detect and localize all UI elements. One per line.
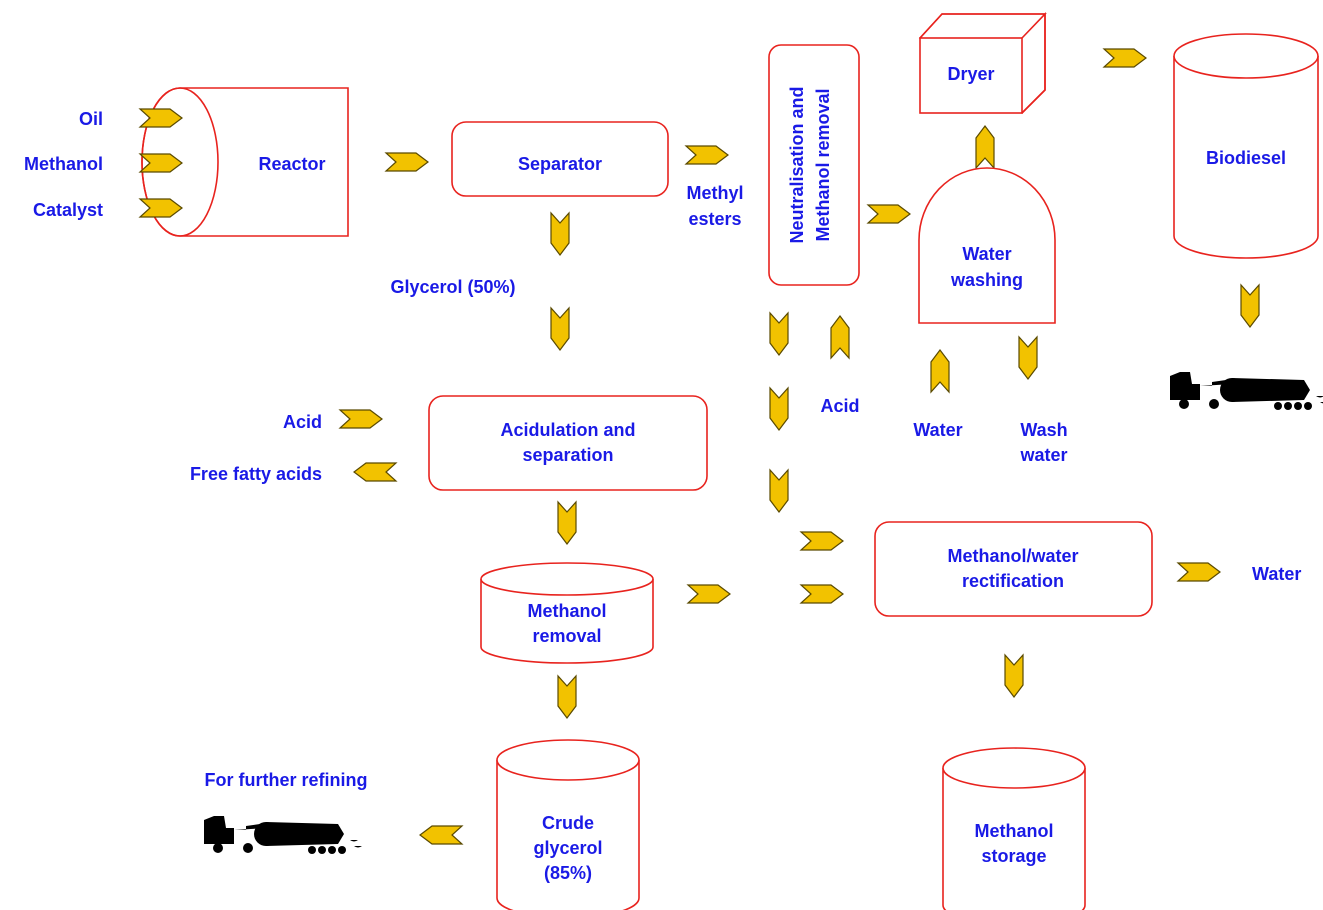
biodiesel-label: Biodiesel xyxy=(1206,148,1286,168)
crude-glycerol-label-3: (85%) xyxy=(544,863,592,883)
rectification-in-arrow-1 xyxy=(800,531,844,551)
water-in-label: Water xyxy=(913,420,962,440)
water-in-arrow xyxy=(930,349,950,393)
crude-glycerol-tank xyxy=(496,739,640,910)
methyl-esters-label-1: Methyl xyxy=(686,183,743,203)
acid-neutralisation-label: Acid xyxy=(820,396,859,416)
water-washing-label-2: washing xyxy=(950,270,1023,290)
methanol-removal-tank xyxy=(480,562,654,664)
acid-in-label: Acid xyxy=(283,412,322,432)
neutralisation-label-2: Methanol removal xyxy=(813,88,833,241)
water-out-label: Water xyxy=(1252,564,1301,584)
methanol-input-label: Methanol xyxy=(24,154,103,174)
acidulation-label-1: Acidulation and xyxy=(501,420,636,440)
free-fatty-acids-label: Free fatty acids xyxy=(190,464,322,484)
neutralisation-label-1: Neutralisation and xyxy=(787,86,807,243)
glycerol-arrow-lower xyxy=(550,307,570,351)
acid-in-arrow xyxy=(830,315,850,359)
glycerol-tanker-truck-icon xyxy=(202,816,362,854)
dryer-label: Dryer xyxy=(947,64,994,84)
washing-to-dryer-arrow xyxy=(975,125,995,169)
neutralisation-out-arrow-3 xyxy=(769,469,789,513)
rectification-label-2: rectification xyxy=(962,571,1064,591)
glycerol-arrow-upper xyxy=(550,212,570,256)
methanol-removal-label-1: Methanol xyxy=(528,601,607,621)
methanol-removal-out-arrow xyxy=(557,675,577,719)
biodiesel-out-arrow xyxy=(1240,284,1260,328)
methanol-storage-tank xyxy=(942,747,1086,910)
biodiesel-tanker-truck-icon xyxy=(1168,372,1323,410)
methanol-recovered-arrow xyxy=(687,584,731,604)
to-water-washing-arrow xyxy=(867,204,911,224)
rectification-box xyxy=(874,521,1153,617)
methanol-storage-label-1: Methanol xyxy=(975,821,1054,841)
wash-water-label-1: Wash xyxy=(1020,420,1067,440)
acidulation-box xyxy=(428,395,708,491)
rectification-in-arrow-2 xyxy=(800,584,844,604)
crude-glycerol-out-arrow xyxy=(419,825,463,845)
acidulation-out-arrow xyxy=(557,501,577,545)
wash-water-label-2: water xyxy=(1019,445,1067,465)
methyl-esters-label-2: esters xyxy=(688,209,741,229)
acid-in-arrow-acidulation xyxy=(339,409,383,429)
free-fatty-acids-arrow xyxy=(353,462,397,482)
catalyst-label: Catalyst xyxy=(33,200,103,220)
rectification-label-1: Methanol/water xyxy=(947,546,1078,566)
separator-box xyxy=(451,121,669,197)
further-refining-label: For further refining xyxy=(205,770,368,790)
dryer-box xyxy=(918,12,1047,115)
glycerol-label: Glycerol (50%) xyxy=(390,277,515,297)
neutralisation-box xyxy=(768,44,860,286)
rectification-out-arrow xyxy=(1004,654,1024,698)
methanol-storage-label-2: storage xyxy=(981,846,1046,866)
crude-glycerol-label-1: Crude xyxy=(542,813,594,833)
methanol-removal-label-2: removal xyxy=(532,626,601,646)
wash-water-arrow xyxy=(1018,336,1038,380)
neutralisation-out-arrow-1 xyxy=(769,312,789,356)
reactor-label: Reactor xyxy=(258,154,325,174)
separator-label: Separator xyxy=(518,154,602,174)
crude-glycerol-label-2: glycerol xyxy=(533,838,602,858)
oil-label: Oil xyxy=(79,109,103,129)
biodiesel-tank xyxy=(1173,33,1319,259)
dryer-to-biodiesel-arrow xyxy=(1103,48,1147,68)
water-washing-vessel xyxy=(918,167,1056,324)
neutralisation-out-arrow-2 xyxy=(769,387,789,431)
water-out-arrow xyxy=(1177,562,1221,582)
reactor-to-separator-arrow xyxy=(385,152,429,172)
acidulation-label-2: separation xyxy=(522,445,613,465)
methyl-esters-arrow xyxy=(685,145,729,165)
water-washing-label-1: Water xyxy=(962,244,1011,264)
